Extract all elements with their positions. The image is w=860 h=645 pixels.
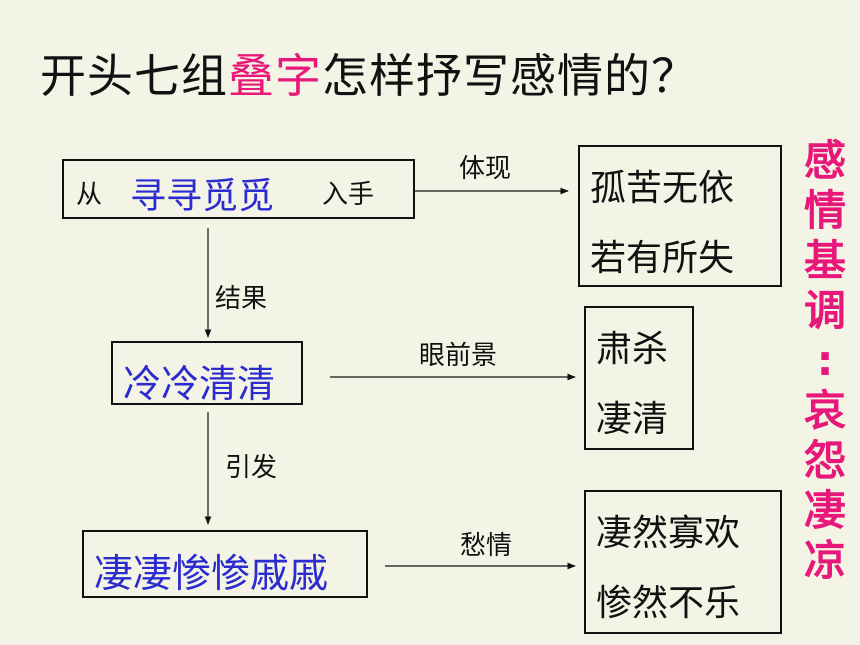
label-trigger: 引发 — [225, 453, 278, 483]
result-1-line-2: 若有所失 — [590, 238, 735, 279]
title-text-before: 开头七组 — [40, 49, 228, 103]
page-title: 开头七组叠字怎样抒写感情的？ — [40, 40, 698, 106]
side-char: 调 — [803, 286, 846, 335]
result-3-line-1: 凄然寡欢 — [596, 513, 741, 554]
title-text-after: 怎样抒写感情的？ — [322, 49, 698, 103]
side-char: 基 — [803, 236, 846, 285]
side-char: 凄 — [803, 486, 846, 535]
label-sorrow: 愁情 — [460, 531, 513, 561]
node-misery-text: 凄凄惨惨戚戚 — [94, 552, 329, 597]
emotional-tone-note: 感 情 基 调 : 哀 怨 凄 凉 — [800, 136, 850, 586]
node-seek-suffix: 入手 — [322, 180, 375, 210]
node-cold: 冷冷清清 — [111, 341, 303, 406]
side-char: : — [816, 336, 834, 385]
side-char: 感 — [803, 136, 846, 185]
result-2-line-1: 肃杀 — [596, 329, 669, 370]
node-seek-prefix: 从 — [76, 180, 103, 210]
node-misery: 凄凄惨惨戚戚 — [82, 530, 368, 598]
label-result: 结果 — [215, 284, 268, 314]
label-scene: 眼前景 — [419, 341, 498, 371]
side-char: 哀 — [803, 386, 846, 435]
result-box-3: 凄然寡欢 惨然不乐 — [584, 490, 782, 634]
result-2-line-2: 凄清 — [596, 399, 669, 440]
node-seek: 从 寻寻觅觅 入手 — [62, 159, 415, 219]
label-embody: 体现 — [459, 154, 512, 184]
result-3-line-2: 惨然不乐 — [596, 583, 741, 624]
result-box-1: 孤苦无依 若有所失 — [578, 145, 782, 287]
side-char: 情 — [803, 186, 846, 235]
title-highlight: 叠字 — [228, 49, 322, 103]
side-char: 怨 — [803, 436, 846, 485]
node-cold-text: 冷冷清清 — [123, 362, 276, 406]
result-box-2: 肃杀 凄清 — [584, 306, 694, 450]
result-1-line-1: 孤苦无依 — [590, 168, 735, 209]
node-seek-emph: 寻寻觅觅 — [130, 176, 275, 217]
side-char: 凉 — [803, 536, 846, 585]
